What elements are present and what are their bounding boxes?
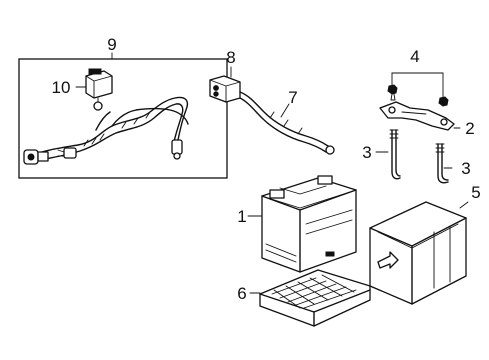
battery-box-part-5 [369, 201, 469, 305]
callout-2: 2 [465, 119, 474, 138]
callout-1: 1 [237, 207, 246, 226]
connector-part-10 [75, 68, 113, 111]
battery-part-1 [247, 175, 357, 273]
ring-terminal-left [23, 149, 49, 165]
callout-8: 8 [226, 48, 235, 67]
hold-down-rod-right [435, 143, 453, 184]
battery-cable-harness [23, 96, 189, 165]
callout-9: 9 [107, 35, 116, 54]
callout-3-right: 3 [461, 159, 470, 178]
callout-3-left: 3 [362, 143, 371, 162]
battery-tray-part-6 [249, 269, 371, 327]
nuts-part-4 [387, 72, 449, 107]
connector-part-8 [209, 66, 241, 103]
inline-terminal [57, 147, 77, 159]
ground-cable-part-7 [239, 91, 335, 155]
ring-terminal-right [171, 139, 183, 160]
callout-4: 4 [410, 47, 419, 66]
hold-down-bracket-part-2 [379, 101, 461, 131]
harness-group-box [18, 52, 228, 179]
callout-7: 7 [288, 88, 297, 107]
callout-5: 5 [471, 183, 480, 202]
callout-10: 10 [52, 78, 71, 97]
callout-6: 6 [237, 284, 246, 303]
hold-down-rod-left [375, 129, 401, 180]
